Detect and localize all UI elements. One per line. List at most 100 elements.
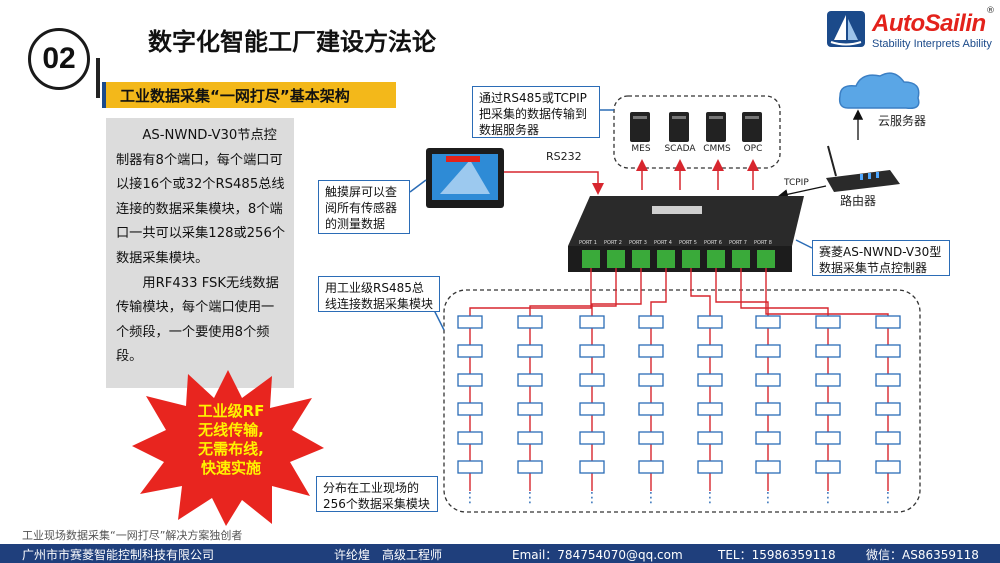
data-module-4-6 bbox=[638, 460, 664, 474]
data-module-6-4 bbox=[755, 402, 781, 416]
data-module-5-3 bbox=[697, 373, 723, 387]
cloud-label: 云服务器 bbox=[878, 114, 927, 128]
burst-line-4: 快速实施 bbox=[200, 459, 261, 477]
data-module-1-5 bbox=[457, 431, 483, 445]
rs485-bus-7 bbox=[740, 268, 829, 322]
data-module-4-4 bbox=[638, 402, 664, 416]
data-module-8-5 bbox=[875, 431, 901, 445]
subtitle-banner: 工业数据采集“一网打尽”基本架构 bbox=[106, 82, 396, 108]
rs485-bus-4 bbox=[650, 268, 667, 322]
port-label-3: PORT 3 bbox=[629, 240, 647, 246]
callout-controller: 赛菱AS-NWND-V30型数据采集节点控制器 bbox=[812, 240, 950, 276]
callout-servers: 通过RS485或TCPIP把采集的数据传输到数据服务器 bbox=[472, 86, 600, 138]
data-module-2-3 bbox=[517, 373, 543, 387]
data-module-1-1 bbox=[457, 315, 483, 329]
burst-text: 工业级RF 无线传输, 无需布线, 快速实施 bbox=[176, 402, 286, 478]
rs485-bus-2 bbox=[529, 268, 617, 322]
module-continuation-8: ⋮ bbox=[881, 490, 895, 506]
data-module-8-3 bbox=[875, 373, 901, 387]
data-module-7-4 bbox=[815, 402, 841, 416]
footer-person: 许纶煌 高级工程师 bbox=[334, 548, 443, 562]
data-module-8-1 bbox=[875, 315, 901, 329]
port-label-7: PORT 7 bbox=[729, 240, 747, 246]
data-module-3-6 bbox=[579, 460, 605, 474]
data-module-2-6 bbox=[517, 460, 543, 474]
port-connector-2 bbox=[607, 250, 625, 268]
data-module-6-5 bbox=[755, 431, 781, 445]
cloud-icon bbox=[838, 72, 920, 110]
data-module-3-4 bbox=[579, 402, 605, 416]
data-module-2-4 bbox=[517, 402, 543, 416]
controller-icon bbox=[568, 196, 804, 272]
callout-touchscreen: 触摸屏可以查阅所有传感器的测量数据 bbox=[318, 180, 410, 234]
starburst-shape bbox=[132, 370, 324, 526]
data-module-5-2 bbox=[697, 344, 723, 358]
data-module-6-3 bbox=[755, 373, 781, 387]
data-module-6-6 bbox=[755, 460, 781, 474]
server-group-frame bbox=[613, 95, 781, 169]
touchscreen-icon bbox=[426, 148, 504, 208]
footer-note: 工业现场数据采集“一网打尽”解决方案独创者 bbox=[22, 529, 243, 542]
burst-line-2: 无线传输, bbox=[198, 421, 264, 439]
footer-company: 广州市市赛菱智能控制科技有限公司 bbox=[22, 548, 215, 562]
server-scada-icon bbox=[669, 112, 689, 142]
port-label-6: PORT 6 bbox=[704, 240, 722, 246]
footer-email: Email：784754070@qq.com bbox=[512, 548, 683, 562]
data-module-7-6 bbox=[815, 460, 841, 474]
data-module-5-4 bbox=[697, 402, 723, 416]
server-mes-icon bbox=[630, 112, 650, 142]
module-continuation-3: ⋮ bbox=[585, 490, 599, 506]
description-para-2: 用RF433 FSK无线数据传输模块，每个端口使用一个频段，一个要使用8个频段。 bbox=[116, 275, 279, 365]
data-module-3-2 bbox=[579, 344, 605, 358]
port-label-8: PORT 8 bbox=[754, 240, 772, 246]
port-label-1: PORT 1 bbox=[579, 240, 597, 246]
header-divider bbox=[96, 58, 100, 98]
router-icon bbox=[826, 145, 900, 192]
port-connector-4 bbox=[657, 250, 675, 268]
description-box: AS-NWND-V30节点控制器有8个端口，每个端口可以接16个或32个RS48… bbox=[106, 118, 294, 388]
data-module-7-2 bbox=[815, 344, 841, 358]
port-connector-7 bbox=[732, 250, 750, 268]
data-module-7-3 bbox=[815, 373, 841, 387]
server-opc-icon bbox=[742, 112, 762, 142]
data-module-2-1 bbox=[517, 315, 543, 329]
data-module-3-1 bbox=[579, 315, 605, 329]
port-connector-3 bbox=[632, 250, 650, 268]
data-module-4-3 bbox=[638, 373, 664, 387]
server-mes-label: MES bbox=[631, 144, 651, 154]
page-title: 数字化智能工厂建设方法论 bbox=[148, 28, 436, 56]
description-para-1: AS-NWND-V30节点控制器有8个端口，每个端口可以接16个或32个RS48… bbox=[116, 128, 286, 266]
tcpip-label: TCPIP bbox=[784, 178, 809, 188]
data-module-6-2 bbox=[755, 344, 781, 358]
port-connector-5 bbox=[682, 250, 700, 268]
burst-line-1: 工业级RF bbox=[197, 402, 265, 420]
rs485-bus-5 bbox=[690, 268, 711, 322]
data-module-7-5 bbox=[815, 431, 841, 445]
data-module-5-6 bbox=[697, 460, 723, 474]
subtitle-accent-bar bbox=[102, 82, 106, 108]
server-cmms-icon bbox=[706, 112, 726, 142]
module-continuation-1: ⋮ bbox=[463, 490, 477, 506]
data-module-8-4 bbox=[875, 402, 901, 416]
callout-rs485: 用工业级RS485总线连接数据采集模块 bbox=[318, 276, 440, 312]
data-module-1-6 bbox=[457, 460, 483, 474]
data-module-2-2 bbox=[517, 344, 543, 358]
rs485-bus-6 bbox=[715, 268, 769, 322]
server-cmms-label: CMMS bbox=[703, 144, 731, 154]
data-module-3-5 bbox=[579, 431, 605, 445]
callout-modules: 分布在工业现场的256个数据采集模块 bbox=[316, 476, 438, 512]
logo-registered: ® bbox=[986, 6, 995, 16]
rs232-label: RS232 bbox=[546, 150, 582, 163]
data-module-7-1 bbox=[815, 315, 841, 329]
port-label-5: PORT 5 bbox=[679, 240, 697, 246]
module-continuation-4: ⋮ bbox=[644, 490, 658, 506]
port-label-4: PORT 4 bbox=[654, 240, 672, 246]
bottom-bar bbox=[0, 544, 1000, 563]
server-opc-label: OPC bbox=[743, 144, 763, 154]
data-module-1-2 bbox=[457, 344, 483, 358]
module-continuation-6: ⋮ bbox=[761, 490, 775, 506]
module-continuation-5: ⋮ bbox=[703, 490, 717, 506]
server-scada-label: SCADA bbox=[664, 144, 696, 154]
router-label: 路由器 bbox=[840, 194, 877, 208]
